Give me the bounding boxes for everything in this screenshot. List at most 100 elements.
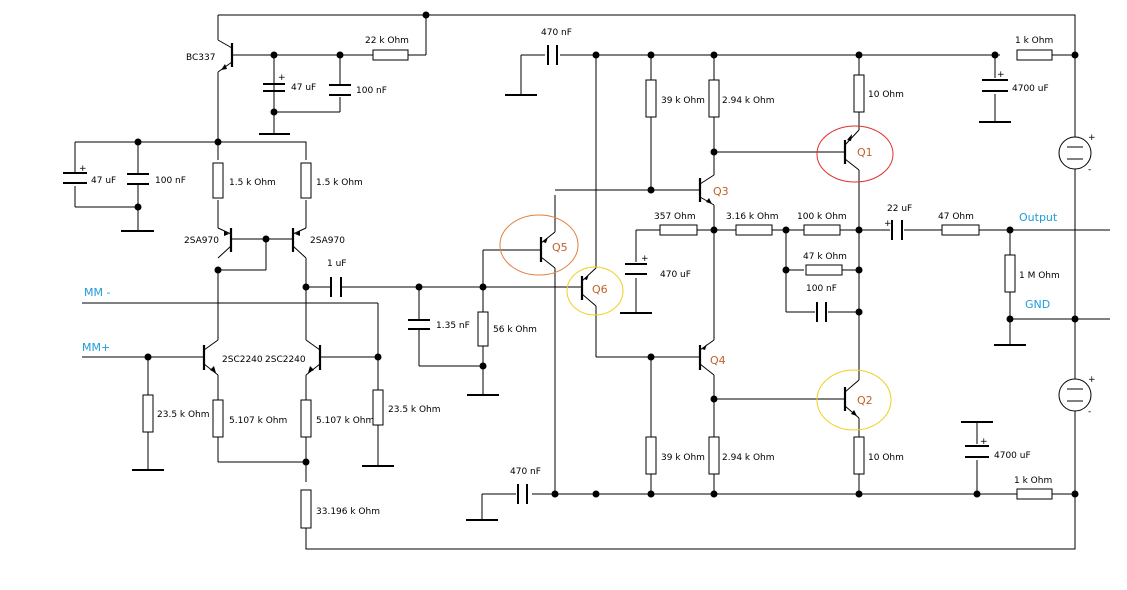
label-r39k-top: 39 k Ohm <box>661 96 705 106</box>
junction-dots <box>134 11 1079 498</box>
label-r15k-b: 1.5 k Ohm <box>316 178 363 188</box>
supply-bot-minus: - <box>1088 407 1091 417</box>
label-q3: Q3 <box>713 185 729 198</box>
supply-bot-icon <box>1058 378 1092 412</box>
label-c47uf-left: 47 uF <box>91 176 116 186</box>
wires <box>74 14 1110 550</box>
label-r56k: 56 k Ohm <box>493 325 537 335</box>
transistor-2sa970-a <box>217 227 233 259</box>
resistor-23-5k-a <box>142 394 154 433</box>
transistor-2sc2240-b <box>305 339 323 376</box>
capacitors: + + <box>63 45 1008 504</box>
label-r47: 47 Ohm <box>938 212 974 222</box>
resistors <box>142 49 1053 529</box>
label-mm-minus: MM - <box>84 286 110 299</box>
label-q2: Q2 <box>857 394 873 407</box>
label-c100nf-left: 100 nF <box>155 176 186 186</box>
transistor-bc337 <box>217 39 240 73</box>
capacitor-22uf: + <box>884 219 903 240</box>
label-q5: Q5 <box>552 241 568 254</box>
label-output: Output <box>1019 211 1058 224</box>
resistor-2-94k-top <box>708 79 720 118</box>
resistor-47 <box>941 224 980 236</box>
svg-text:+: + <box>278 73 286 83</box>
capacitor-470uf: + <box>625 254 649 275</box>
svg-text:+: + <box>884 219 892 229</box>
label-r1k-top: 1 k Ohm <box>1015 36 1053 46</box>
svg-text:+: + <box>997 70 1005 80</box>
label-c4700-top: 4700 uF <box>1012 84 1049 94</box>
label-r357: 357 Ohm <box>654 212 696 222</box>
resistor-23-5k-b <box>372 389 384 426</box>
resistor-100k <box>803 224 841 236</box>
transistor-q5 <box>530 231 556 269</box>
label-c470nf-top: 470 nF <box>541 28 572 38</box>
transistor-q1 <box>840 129 860 171</box>
label-c470uf: 470 uF <box>660 270 691 280</box>
capacitor-470nf-bot <box>517 484 528 504</box>
label-c47uf-top: 47 uF <box>291 83 316 93</box>
label-bc337: BC337 <box>186 53 215 63</box>
resistor-10-top <box>853 74 865 113</box>
capacitor-47uf-left: + <box>63 164 87 184</box>
svg-text:+: + <box>79 164 87 174</box>
label-r22k: 22 k Ohm <box>365 36 409 46</box>
capacitor-47uf-top: + <box>263 73 286 92</box>
resistor-1k-bot <box>1016 488 1053 500</box>
supply-top-icon <box>1058 136 1092 170</box>
label-r15k-a: 1.5 k Ohm <box>229 178 276 188</box>
transistor-q6 <box>570 267 597 307</box>
resistor-1k-top <box>1016 49 1053 61</box>
label-r235k-b: 23.5 k Ohm <box>388 405 441 415</box>
label-sc2240-a: 2SC2240 <box>222 355 263 365</box>
label-gnd: GND <box>1025 298 1050 311</box>
resistor-56k <box>477 311 489 347</box>
label-mm-plus: MM+ <box>82 341 110 354</box>
capacitor-100nf-top <box>329 84 351 96</box>
highlight-q5 <box>499 214 579 276</box>
grounds <box>121 94 1026 521</box>
label-r47k: 47 k Ohm <box>803 252 847 262</box>
capacitor-4700uf-top: + <box>982 70 1008 92</box>
label-r5107-a: 5.107 k Ohm <box>229 416 287 426</box>
resistor-10-bot <box>853 436 865 475</box>
label-c22uf: 22 uF <box>887 204 912 214</box>
resistor-39k-bot <box>645 436 657 475</box>
label-r294k-top: 2.94 k Ohm <box>722 96 775 106</box>
resistor-47k <box>805 264 843 276</box>
capacitor-100nf-left <box>127 173 149 185</box>
signal-labels: MM - MM+ Output GND <box>82 211 1058 354</box>
resistor-1-5k-a <box>212 162 224 199</box>
label-sc2240-b: 2SC2240 <box>265 355 306 365</box>
resistor-39k-top <box>645 79 657 118</box>
label-q1: Q1 <box>857 146 873 159</box>
svg-text:+: + <box>641 254 649 264</box>
supply-bot-plus: + <box>1088 375 1096 385</box>
supplies: + - + - <box>1058 133 1096 417</box>
highlight-q6 <box>566 266 624 316</box>
transistor-labels: Q1 Q2 Q3 Q4 Q5 Q6 <box>552 146 873 407</box>
resistor-33-196k <box>300 489 312 529</box>
highlights <box>499 125 894 431</box>
resistor-1m <box>1004 254 1016 293</box>
label-c1uf: 1 uF <box>327 259 346 269</box>
capacitor-1uf <box>330 277 342 297</box>
resistor-22k <box>372 49 409 61</box>
highlight-q2 <box>816 369 892 431</box>
label-r5107-b: 5.107 k Ohm <box>316 416 374 426</box>
resistor-1-5k-b <box>300 162 312 199</box>
transistor-q4 <box>697 339 715 376</box>
capacitor-4700uf-bot: + <box>965 437 989 458</box>
component-labels: BC337 22 k Ohm 47 uF 100 nF 47 uF 100 nF… <box>91 28 1060 517</box>
resistor-5-107k-b <box>300 399 312 438</box>
label-c4700-bot: 4700 uF <box>994 451 1031 461</box>
svg-text:+: + <box>980 437 988 447</box>
label-r294k-bot: 2.94 k Ohm <box>722 453 775 463</box>
resistor-357 <box>659 224 698 236</box>
label-sa970-a: 2SA970 <box>184 236 219 246</box>
transistor-2sa970-b <box>282 227 307 259</box>
label-r39k-bot: 39 k Ohm <box>661 453 705 463</box>
highlight-q1 <box>816 125 894 183</box>
supply-top-minus: - <box>1088 165 1091 175</box>
